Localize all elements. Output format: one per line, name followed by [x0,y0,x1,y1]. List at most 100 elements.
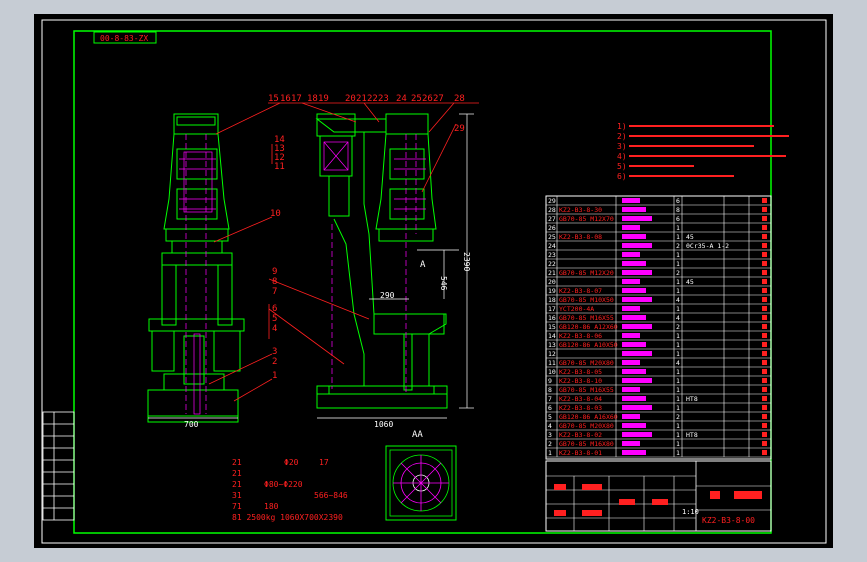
bom-row-name [622,198,640,203]
bom-row-remark [762,369,767,374]
title-drawing-number: KZ2-B3-8-00 [702,516,755,525]
tech-note-3: 3) [617,142,627,151]
bom-row-qty: 2 [676,323,680,331]
bom-row-number: 5 [548,413,552,421]
bom-row-qty: 1 [676,278,680,286]
bom-row-remark [762,378,767,383]
bom-row-qty: 1 [676,260,680,268]
bom-row-remark [762,414,767,419]
spec-line-4-a: 566~846 [314,491,348,500]
bom-row-number: 7 [548,395,552,403]
bom-row-name [622,225,640,230]
bom-row-qty: 1 [676,386,680,394]
bom-row-code: GB120-86 A10X50 [559,341,618,349]
balloon-leaders [208,102,479,402]
bom-row-number: 29 [548,197,556,205]
bom-row-number: 16 [548,314,556,322]
bom-material-note: 45 [686,278,694,286]
bom-row-name [622,306,640,311]
bom-row-number: 26 [548,224,556,232]
bom-row-name [622,342,646,347]
drawing-number-box [93,31,157,44]
sheet-border-outer [41,19,827,544]
balloon-9: 9 [272,267,277,277]
bom-row-name [622,450,646,455]
bom-row-remark [762,225,767,230]
cad-viewport[interactable]: 00-8-83-ZX [34,14,833,548]
section-view-label: AA [412,430,423,440]
balloon-20: 20 [345,94,356,104]
bom-row-code: GB120-86 A12X60 [559,323,618,331]
bom-row-code: GB70-85 M20X80 [559,422,614,430]
sheet-border-inner [73,30,772,534]
bom-row-qty: 4 [676,359,680,367]
bom-row-remark [762,270,767,275]
front-view [147,113,245,423]
tech-note-6: 6) [617,172,627,181]
balloon-23: 23 [378,94,389,104]
drawing-number-top: 00-8-83-ZX [100,34,148,43]
bom-row-number: 11 [548,359,556,367]
bom-row-qty: 1 [676,224,680,232]
spec-line-2: 21 [232,469,242,478]
bom-row-number: 2 [548,440,552,448]
bom-row-number: 6 [548,404,552,412]
bom-row-qty: 4 [676,314,680,322]
bom-row-qty: 2 [676,413,680,421]
bom-row-number: 15 [548,323,556,331]
bom-row-qty: 8 [676,206,680,214]
balloon-22: 22 [367,94,378,104]
tech-note-1: 1) [617,122,627,131]
bom-row-name [622,234,646,239]
bom-material-note: 45 [686,233,694,241]
dim-2390: 2390 [462,252,471,271]
bom-row-remark [762,396,767,401]
bom-row-qty: 6 [676,215,680,223]
bom-row-qty: 1 [676,341,680,349]
balloon-7: 7 [272,287,277,297]
balloon-16: 16 [280,94,291,104]
bom-row-number: 28 [548,206,556,214]
bom-row-remark [762,207,767,212]
bom-row-qty: 1 [676,287,680,295]
dimension-lines [148,113,474,419]
bom-row-number: 14 [548,332,556,340]
bom-row-number: 21 [548,269,556,277]
bom-row-number: 25 [548,233,556,241]
balloon-10: 10 [270,209,281,219]
revision-table [42,411,75,521]
bom-row-number: 4 [548,422,552,430]
bom-row-number: 18 [548,296,556,304]
bom-row-remark [762,324,767,329]
bom-row-name [622,360,640,365]
bom-row-code: GB70-85 M16X55 [559,386,614,394]
bom-row-number: 12 [548,350,556,358]
tech-notes: 1) 2) 3) 4) 5) 6) [617,122,789,181]
bom-row-number: 13 [548,341,556,349]
bom-material-note: 0Cr35-A 1-2 [686,242,729,250]
bom-row-number: 9 [548,377,552,385]
tech-note-4: 4) [617,152,627,161]
bom-row-remark [762,234,767,239]
bom-row-remark [762,315,767,320]
bom-row-code: GB70-85 M20X80 [559,359,614,367]
bom-row-code: GB70-85 M12X70 [559,215,614,223]
balloon-3: 3 [272,347,277,357]
bom-row-name [622,441,640,446]
bom-row-number: 8 [548,386,552,394]
bom-row-code: GB120-86 A16X60 [559,413,618,421]
bom-row-number: 22 [548,260,556,268]
bom-row-qty: 1 [676,368,680,376]
bom-row-name [622,369,646,374]
bom-row-name [622,207,646,212]
spec-line-1-a: Φ20 [284,458,299,467]
bom-row-remark [762,387,767,392]
balloon-6: 6 [272,304,277,314]
bom-row-code: KZ2-B3-8-04 [559,395,602,403]
bom-row-name [622,243,652,248]
bom-row-remark [762,243,767,248]
bom-row-remark [762,351,767,356]
bom-row-remark [762,261,767,266]
bom-row-remark [762,405,767,410]
